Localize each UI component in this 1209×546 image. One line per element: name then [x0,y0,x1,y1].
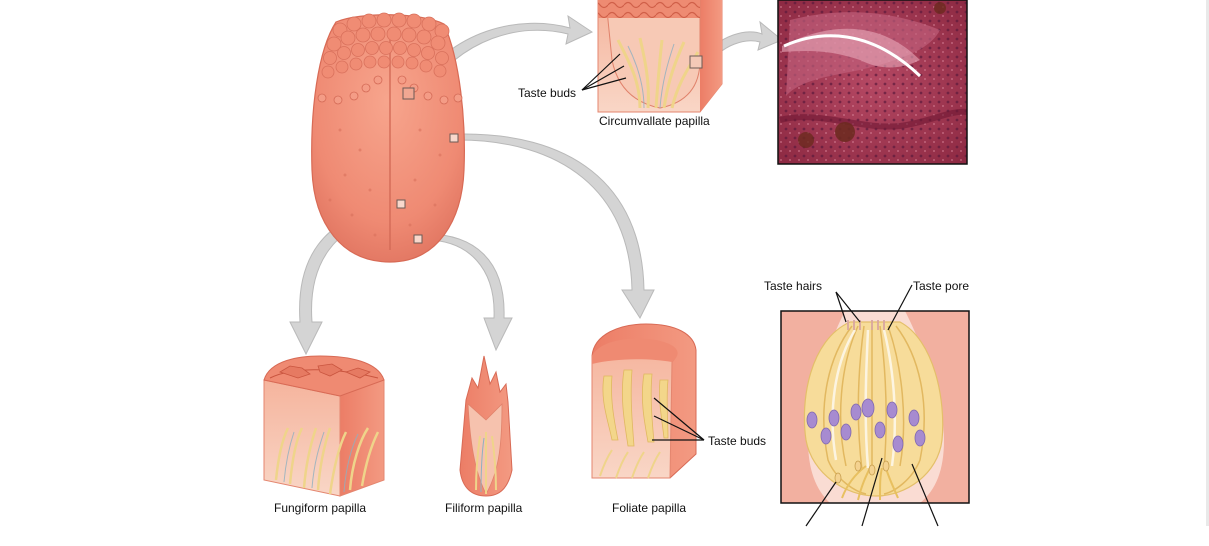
label-circumvallate-papilla: Circumvallate papilla [599,114,710,128]
marker-circumvallate-zoom [689,55,703,69]
arrow-to-filiform [419,233,513,352]
label-filiform-papilla: Filiform papilla [445,501,523,515]
marker-foliate [449,133,459,143]
label-taste-pore: Taste pore [913,279,970,293]
tongue-surface-dots [328,128,442,237]
page-edge-divider [1206,0,1209,526]
taste-buds-foliate-leaders [652,397,705,441]
label-taste-hairs: Taste hairs [764,279,823,293]
label-taste-buds-top: Taste buds [518,86,577,100]
marker-filiform [413,234,423,244]
foliate-papilla-illustration [591,323,697,479]
tongue-bumps [321,12,450,79]
label-taste-buds-foliate: Taste buds [708,434,767,448]
taste-cell-nuclei [806,398,926,453]
tongue-illustration [311,12,465,263]
label-foliate-papilla: Foliate papilla [612,501,687,515]
vallate-row [317,75,463,105]
circumvallate-papilla-illustration [597,0,723,113]
taste-bud-detail-leaders [805,284,939,527]
filiform-papilla-illustration [459,355,513,497]
taste-buds-top-leaders [581,53,627,91]
marker-fungiform [396,199,406,209]
taste-bud-micrograph [777,0,968,165]
arrow-to-foliate [457,133,655,320]
fungiform-papilla-illustration [263,355,385,497]
label-fungiform-papilla: Fungiform papilla [274,501,367,515]
taste-bud-detail-illustration [780,310,970,504]
marker-circumvallate [402,87,415,100]
